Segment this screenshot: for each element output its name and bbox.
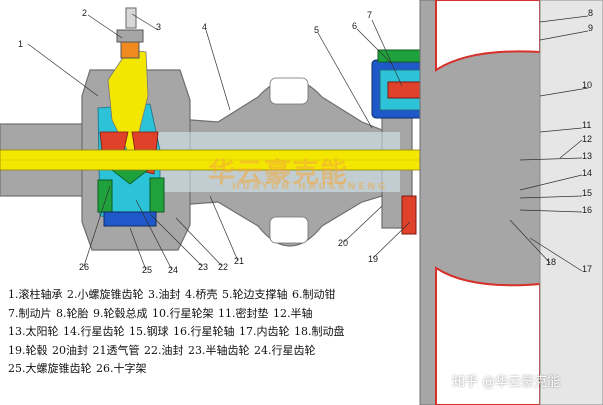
legend-row: 19.轮毂 20油封 21透气管 22.油封 23.半轴齿轮 24.行星齿轮 bbox=[8, 343, 316, 357]
callout-leaders bbox=[27, 13, 589, 272]
housing-windows bbox=[269, 77, 309, 244]
callout-labels: 1 2 3 4 5 6 7 8 9 10 11 12 13 14 15 16 1… bbox=[18, 8, 593, 275]
callout-17: 17 bbox=[582, 264, 592, 274]
callout-8: 8 bbox=[588, 8, 593, 18]
callout-6: 6 bbox=[352, 21, 357, 31]
callout-4: 4 bbox=[202, 22, 207, 32]
parts-legend: 1.滚柱轴承 2.小螺旋锥齿轮 3.油封 4.桥壳 5.轮边支撑轴 6.制动钳 … bbox=[8, 286, 408, 379]
callout-7: 7 bbox=[367, 10, 372, 20]
legend-row: 13.太阳轮 14.行星齿轮 15.钢球 16.行星轮轴 17.内齿轮 18.制… bbox=[8, 325, 345, 338]
callout-22: 22 bbox=[218, 262, 228, 272]
legend-row: 25.大螺旋锥齿轮 26.十字架 bbox=[8, 362, 147, 375]
callout-3: 3 bbox=[156, 22, 161, 32]
callout-14: 14 bbox=[582, 168, 592, 178]
callout-21: 21 bbox=[234, 256, 244, 266]
source-credit: 知乎 @华云豪克能 bbox=[452, 375, 561, 390]
legend-row: 7.制动片 8.轮胎 9.轮毂总成 10.行星轮架 11.密封垫 12.半轴 bbox=[8, 306, 313, 320]
callout-24: 24 bbox=[168, 265, 178, 275]
watermark-logo-text: 华云豪克能 bbox=[208, 158, 348, 189]
callout-9: 9 bbox=[588, 23, 593, 33]
watermark-logo-subtext: HUAYUN HAUKENENG bbox=[232, 182, 389, 192]
callout-20: 20 bbox=[338, 238, 348, 248]
callout-16: 16 bbox=[582, 205, 592, 215]
callout-26: 26 bbox=[79, 262, 89, 272]
callout-23: 23 bbox=[198, 262, 208, 272]
callout-12: 12 bbox=[582, 134, 592, 144]
callout-15: 15 bbox=[582, 188, 592, 198]
callout-10: 10 bbox=[582, 80, 592, 90]
callout-11: 11 bbox=[582, 120, 591, 130]
callout-1: 1 bbox=[18, 39, 23, 49]
callout-13: 13 bbox=[582, 151, 592, 161]
callout-19: 19 bbox=[368, 254, 378, 264]
legend-row: 1.滚柱轴承 2.小螺旋锥齿轮 3.油封 4.桥壳 5.轮边支撑轴 6.制动钳 bbox=[8, 288, 336, 301]
callout-5: 5 bbox=[314, 25, 319, 35]
callout-18: 18 bbox=[546, 257, 556, 267]
callout-25: 25 bbox=[142, 265, 152, 275]
tire-section bbox=[419, 0, 603, 405]
callout-2: 2 bbox=[82, 8, 87, 18]
